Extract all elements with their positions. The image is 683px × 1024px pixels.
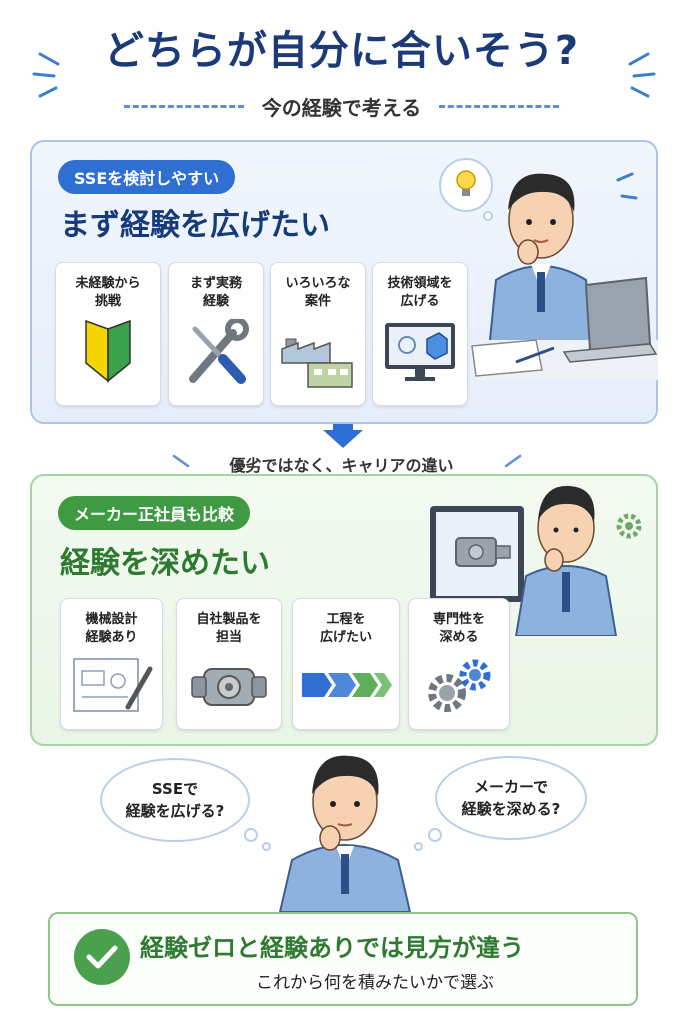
thought-sse-line2: 経験を広げる? xyxy=(125,802,225,820)
card-label-line2: 経験 xyxy=(202,294,229,309)
conclusion-box xyxy=(48,912,638,1006)
card-practical-experience: まず実務経験 xyxy=(168,262,264,406)
blueprint-pen-icon xyxy=(72,658,152,712)
deepen-heading: 経験を深めたい xyxy=(60,546,270,581)
engineer-thinking-monitor-illustration xyxy=(430,485,642,636)
thought-bubble-sse: SSEで 経験を広げる? xyxy=(100,758,250,842)
tools-icon xyxy=(189,319,249,384)
card-label-line1: 未経験から xyxy=(75,276,141,291)
card-label-line2: 経験あり xyxy=(85,630,138,645)
accent-left-icon xyxy=(172,454,190,468)
cad-monitor-icon xyxy=(385,323,455,381)
card-label-line1: 自社製品を xyxy=(196,612,262,627)
broaden-heading: まず経験を広げたい xyxy=(60,208,330,243)
card-label-line1: 機械設計 xyxy=(85,612,138,627)
card-label-line2: 案件 xyxy=(304,294,331,309)
down-arrow-icon xyxy=(323,430,363,448)
conclusion-main: 経験ゼロと経験ありでは見方が違う xyxy=(140,934,524,962)
card-label-line1: 技術領域を xyxy=(387,276,453,291)
card-label-line2: 広げる xyxy=(400,294,440,309)
card-label-line2: 担当 xyxy=(215,630,242,645)
card-label-line1: 工程を xyxy=(326,612,366,627)
beginner-mark-icon xyxy=(85,319,131,383)
sparkle-lines-left-icon xyxy=(32,52,60,98)
machine-part-icon xyxy=(191,668,267,706)
sparkle-lines-right-icon xyxy=(628,52,656,98)
page-title: どちらが自分に合いそう? xyxy=(103,28,580,74)
thought-maker-line2: 経験を深める? xyxy=(461,800,561,818)
gears-icon xyxy=(428,659,491,712)
card-label-line2: 深める xyxy=(439,630,479,645)
check-icon xyxy=(74,929,130,985)
card-broaden-tech-areas: 技術領域を広げる xyxy=(372,262,468,406)
process-arrows-icon xyxy=(302,673,392,697)
card-broaden-processes: 工程を広げたい xyxy=(292,598,400,730)
factory-icon xyxy=(281,338,353,388)
divider-left xyxy=(123,105,244,108)
thought-dot xyxy=(244,828,258,842)
thought-dot xyxy=(414,842,423,851)
accent-right-icon xyxy=(504,454,522,468)
thought-dot xyxy=(262,842,271,851)
subtitle: 今の経験で考える xyxy=(261,96,422,120)
thought-sse-line1: SSEで xyxy=(151,780,199,798)
card-mech-design-experience: 機械設計経験あり xyxy=(60,598,163,730)
card-label-line1: 専門性を xyxy=(432,612,485,627)
down-arrow-stem xyxy=(333,424,353,432)
subtitle-row: 今の経験で考える xyxy=(0,92,683,121)
maker-badge: メーカー正社員も比較 xyxy=(58,496,251,530)
card-label-line1: いろいろな xyxy=(285,276,351,291)
card-deepen-expertise: 専門性を深める xyxy=(408,598,510,730)
conclusion-sub: これから何を積みたいかで選ぶ xyxy=(256,973,494,993)
thought-maker-line1: メーカーで xyxy=(473,778,549,796)
engineer-thinking-laptop-illustration xyxy=(439,158,658,380)
engineer-pondering-illustration xyxy=(278,755,412,912)
thought-bubble-maker: メーカーで 経験を深める? xyxy=(435,756,587,840)
difference-caption: 優劣ではなく、キャリアの違い xyxy=(229,456,454,475)
card-various-projects: いろいろな案件 xyxy=(270,262,366,406)
card-label-line2: 広げたい xyxy=(319,630,372,645)
card-label-line2: 挑戦 xyxy=(94,294,121,309)
card-label-line1: まず実務 xyxy=(189,276,242,291)
sse-badge: SSEを検討しやすい xyxy=(58,160,236,194)
card-challenge-from-zero: 未経験から挑戦 xyxy=(55,262,161,406)
thought-dot xyxy=(428,828,442,842)
divider-right xyxy=(439,105,560,108)
card-own-products: 自社製品を担当 xyxy=(176,598,282,730)
